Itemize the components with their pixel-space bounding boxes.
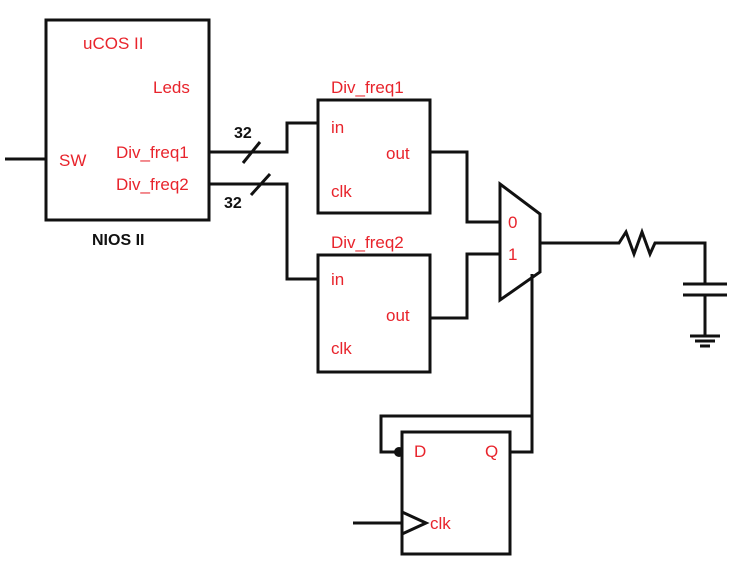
div2-title: Div_freq2 [331,233,404,252]
mux-select-wire [510,274,534,454]
ground-icon [690,334,720,348]
div1-in-label: in [331,118,344,137]
div2-out-wire [430,252,500,320]
bus-wire-1: 32 [209,121,318,164]
nios-port1-label: Div_freq1 [116,143,189,162]
mux-in0-label: 0 [508,213,517,232]
nios-block: uCOS II Leds SW Div_freq1 Div_freq2 NIOS… [44,18,211,249]
div2-out-label: out [386,306,410,325]
div1-out-wire [430,150,500,224]
nios-port2-label: Div_freq2 [116,175,189,194]
d-flipflop: D Q clk [400,430,512,556]
div-freq1-block: Div_freq1 in out clk [316,78,432,215]
nios-sw-label: SW [59,151,86,170]
bus-width-label-1: 32 [234,125,252,142]
mux-in1-label: 1 [508,245,517,264]
div1-clk-label: clk [331,182,352,201]
nios-top-label: uCOS II [83,34,143,53]
rc-filter [540,227,727,348]
div2-in-label: in [331,270,344,289]
mux: 0 1 [498,181,542,303]
bus-wire-2: 32 [209,172,318,281]
bus-slash-2 [249,172,272,197]
dff-q-label: Q [485,442,498,461]
dff-clk-label: clk [430,514,451,533]
clock-triangle-icon [401,510,430,536]
bus-slash-1 [241,141,262,164]
div2-clk-label: clk [331,339,352,358]
dff-d-label: D [414,442,426,461]
feedback-wire [379,414,532,454]
div1-title: Div_freq1 [331,78,404,97]
bus-width-label-2: 32 [224,195,242,212]
div-freq2-block: Div_freq2 in out clk [316,233,432,374]
div1-out-label: out [386,144,410,163]
nios-caption: NIOS II [92,232,144,249]
nios-leds-label: Leds [153,78,190,97]
resistor-wire [540,227,707,284]
